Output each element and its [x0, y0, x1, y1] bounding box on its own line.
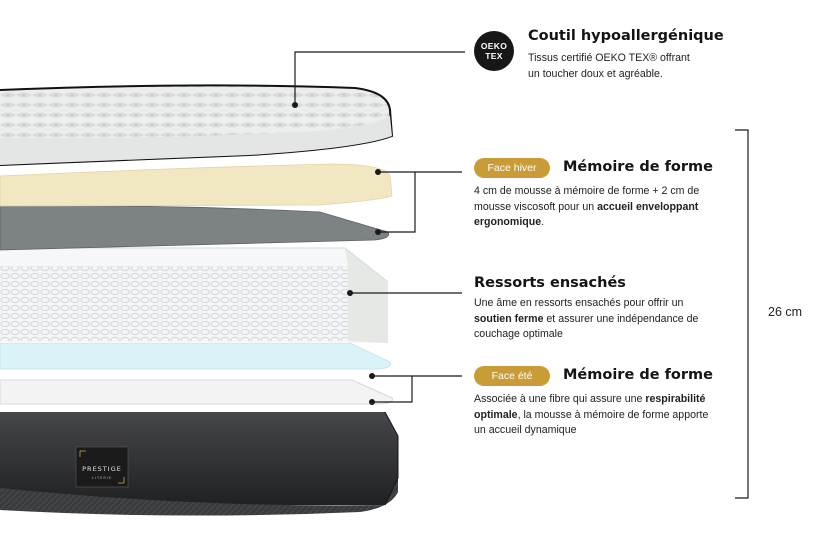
- springs-layer-title: Ressorts ensachés: [474, 275, 626, 291]
- thickness-label: 26 cm: [768, 305, 803, 319]
- oeko-line2: TEX: [485, 51, 503, 61]
- summer-side-badge: Face été: [474, 366, 550, 386]
- mattress-base: PRESTIGE LITERIE: [0, 411, 399, 516]
- yellow-foam-layer: [0, 163, 393, 207]
- oeko-tex-badge: OEKO TEX: [474, 31, 514, 71]
- summer-layer-title: Mémoire de forme: [563, 367, 713, 383]
- springs-block: [0, 247, 389, 343]
- top-layer-title: Coutil hypoallergénique: [528, 28, 724, 44]
- winter-layer-desc: 4 cm de mousse à mémoire de forme + 2 cm…: [474, 185, 700, 228]
- grey-foam-layer: [0, 205, 390, 251]
- brand-name: PRESTIGE: [82, 465, 122, 473]
- summer-layer-desc: Associée à une fibre qui assure une resp…: [474, 393, 709, 436]
- winter-layer-title: Mémoire de forme: [563, 159, 713, 175]
- leader-dots: [292, 102, 381, 405]
- leader-lines: [294, 51, 749, 499]
- cool-foam-layer: [0, 342, 391, 370]
- springs-layer-desc: Une âme en ressorts ensachés pour offrir…: [474, 297, 699, 340]
- oeko-line1: OEKO: [480, 41, 508, 51]
- brand-sub: LITERIE: [92, 476, 112, 480]
- winter-side-badge: Face hiver: [474, 158, 550, 178]
- grey-layer-bottom: [0, 379, 393, 405]
- top-layer-desc: Tissus certifié OEKO TEX® offrant un tou…: [528, 52, 690, 80]
- quilted-top-layer: [0, 84, 394, 166]
